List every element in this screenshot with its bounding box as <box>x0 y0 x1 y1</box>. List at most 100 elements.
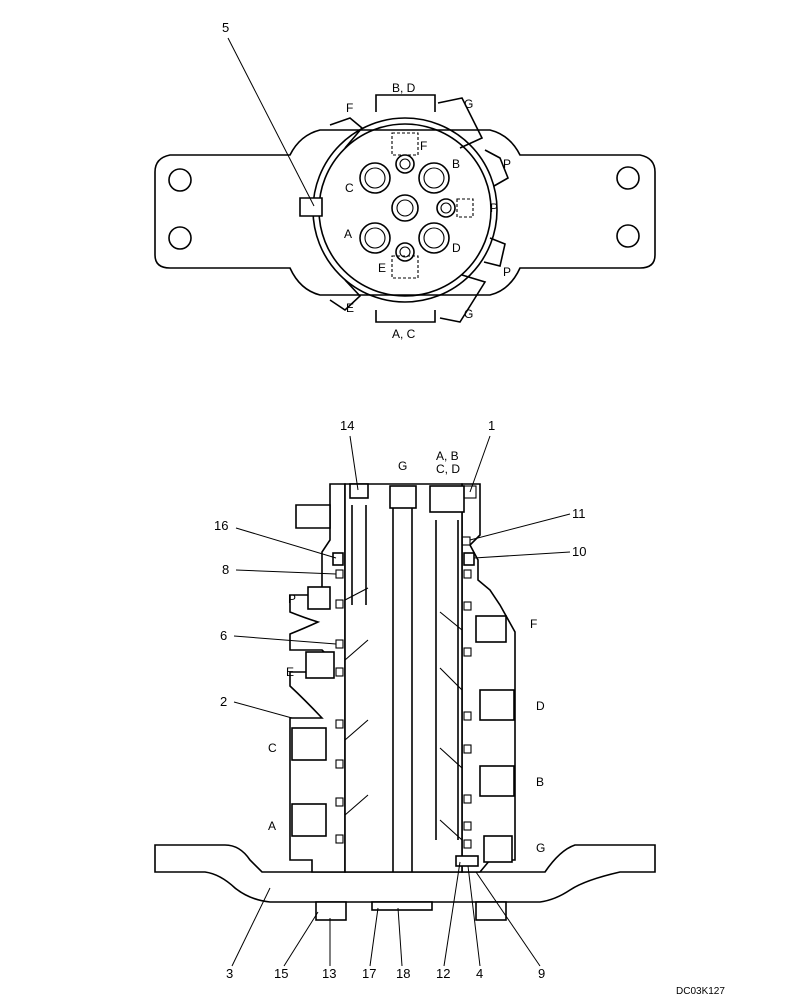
seal-16 <box>332 552 344 566</box>
callout-12: 12 <box>436 966 450 981</box>
label-c: C <box>345 181 354 195</box>
port-a <box>359 222 391 254</box>
label-b-side: B <box>536 775 544 789</box>
leader-16 <box>235 527 337 559</box>
leader-6 <box>233 635 337 645</box>
label-d-side: D <box>536 699 545 713</box>
label-p-upper: P <box>503 157 511 171</box>
fitting-abcd <box>429 485 465 513</box>
callout-18: 18 <box>396 966 410 981</box>
callout-13: 13 <box>322 966 336 981</box>
callout-9: 9 <box>538 966 545 981</box>
callout-8: 8 <box>222 562 229 577</box>
port-b <box>418 162 450 194</box>
callout-10: 10 <box>572 544 586 559</box>
base-flange <box>154 844 656 903</box>
label-a: A <box>344 227 352 241</box>
port-center <box>391 194 419 222</box>
bolt-head-left <box>315 901 347 921</box>
leader-2 <box>233 701 293 719</box>
bolt-head-right <box>475 901 507 921</box>
label-cd-header: C, D <box>436 462 460 476</box>
top-view-labels: 5 B, D A, C F F G G P P P E E A B C D <box>222 20 511 341</box>
side-plug <box>295 504 331 529</box>
label-ab-header: A, B <box>436 449 459 463</box>
thrust-plate-12 <box>455 855 479 867</box>
seal-rings-left <box>335 569 344 844</box>
port-boss-g-upper <box>437 97 484 149</box>
flange-hole <box>168 168 192 192</box>
flange-hole <box>168 226 192 250</box>
port-c <box>359 162 391 194</box>
port-fitting-e <box>305 651 335 679</box>
leader-15 <box>283 911 319 967</box>
leader-10 <box>473 551 571 559</box>
callout-4: 4 <box>476 966 483 981</box>
label-g-top: G <box>464 97 473 111</box>
flange-hole <box>616 224 640 248</box>
label-c-side: C <box>268 741 277 755</box>
leader-17 <box>369 907 379 967</box>
fitting-14 <box>349 483 369 499</box>
leader-9 <box>475 871 541 967</box>
leader-3 <box>231 887 271 967</box>
label-ac-bottom: A, C <box>392 327 416 341</box>
seal-rings-right <box>463 569 472 849</box>
top-view <box>154 94 656 323</box>
top-boss <box>375 94 436 112</box>
port-boss-f <box>329 117 364 149</box>
label-b: B <box>452 157 460 171</box>
leader-8 <box>235 569 337 575</box>
label-p-middle: P <box>490 201 498 215</box>
port-boss-p-lower <box>483 237 506 267</box>
port-fitting-a <box>291 803 327 837</box>
flange-hole <box>616 166 640 190</box>
leader-14 <box>349 435 359 491</box>
label-p-lower: P <box>503 265 511 279</box>
seal-11 <box>461 536 471 546</box>
drawing-code: DC03K127 <box>676 986 725 997</box>
label-a-side: A <box>268 819 276 833</box>
fitting-1 <box>463 485 477 499</box>
stopper-tab <box>299 197 323 217</box>
leader-11 <box>469 513 571 541</box>
label-e-outer: E <box>346 301 354 315</box>
callout-11: 11 <box>572 506 586 521</box>
top-flange <box>154 129 656 296</box>
label-d: D <box>452 241 461 255</box>
seal-10 <box>463 552 475 566</box>
passage-left-1 <box>344 587 369 816</box>
callout-14: 14 <box>340 418 354 433</box>
callout-2: 2 <box>220 694 227 709</box>
label-bd-top: B, D <box>392 81 416 95</box>
callout-1: 1 <box>488 418 495 433</box>
leader-5 <box>227 37 315 207</box>
label-f-outer: F <box>346 101 353 115</box>
callout-15: 15 <box>274 966 288 981</box>
fitting-g <box>389 485 417 509</box>
port-fitting-b <box>479 765 515 797</box>
spindle-core <box>344 483 463 873</box>
port-fitting-g <box>483 835 513 863</box>
callout-6: 6 <box>220 628 227 643</box>
leader-18 <box>397 907 403 967</box>
label-g-header: G <box>398 459 407 473</box>
port-boss-e <box>329 279 362 312</box>
cover-plate <box>371 901 433 911</box>
callout-17: 17 <box>362 966 376 981</box>
leader-1 <box>469 435 491 493</box>
port-fitting-d <box>479 689 515 721</box>
port-boss-g-lower <box>439 274 487 323</box>
leader-4 <box>467 865 481 967</box>
port-fitting-f <box>475 615 507 643</box>
label-e-inner: E <box>378 261 386 275</box>
section-view <box>154 483 656 921</box>
port-d <box>418 222 450 254</box>
hidden-passage-f <box>391 132 419 156</box>
hidden-passage-p <box>456 198 474 218</box>
label-e-side: E <box>286 665 294 679</box>
callout-16: 16 <box>214 518 228 533</box>
label-f-inner: F <box>420 139 427 153</box>
